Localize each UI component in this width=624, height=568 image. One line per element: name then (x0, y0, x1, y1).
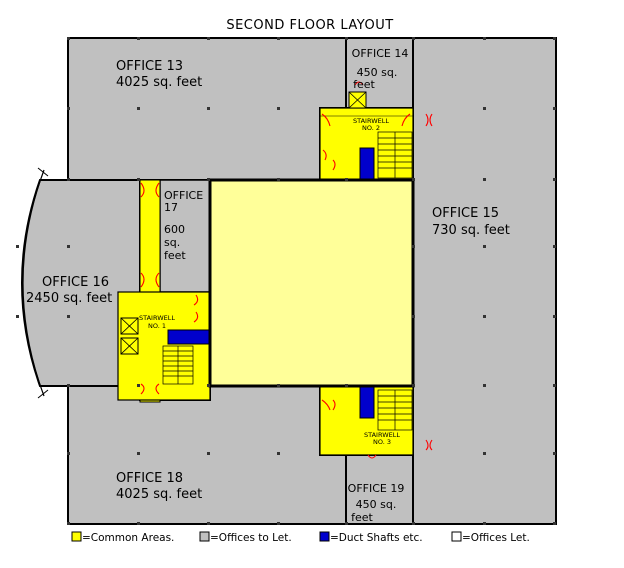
duct-shaft-3 (359, 385, 375, 419)
lift-1b-cross-2 (120, 337, 139, 355)
office-17-name-1: OFFICE (164, 189, 203, 202)
office-15-name: OFFICE 15 (432, 206, 499, 221)
office-14-area-1: 450 sq. (357, 66, 398, 79)
stairwell-2-label-1: STAIRWELL (353, 117, 389, 125)
stair-2-treads (377, 131, 413, 179)
stairwell-2-edge (319, 107, 414, 117)
stairwell-3-label-2: NO. 3 (373, 438, 391, 446)
office-13-area-label: 4025 sq. feet (116, 75, 202, 90)
office-19-area-1: 450 sq. (356, 498, 397, 511)
office-15-area-label: 730 sq. feet (432, 223, 510, 238)
stair-1-treads (162, 345, 194, 385)
legend-let: =Offices Let. (462, 532, 530, 544)
legend-duct: =Duct Shafts etc. (330, 532, 423, 544)
legend-tolet: =Offices to Let. (210, 532, 292, 544)
office-17-area-1: 600 (164, 223, 185, 236)
legend-swatch-common (71, 531, 82, 542)
curved-wall-end-bottom (37, 389, 49, 399)
office-17-area-3: feet (164, 249, 186, 262)
office-19-area (345, 454, 414, 525)
office-15-area (412, 37, 557, 525)
stairwell-1-label-1: STAIRWELL (139, 314, 175, 322)
office-13-name: OFFICE 13 (116, 59, 183, 74)
office-14-area-2: feet (353, 78, 375, 91)
office-17-name-2: 17 (164, 201, 178, 214)
lift-2-cross-2 (348, 91, 367, 109)
duct-shaft-1 (167, 329, 211, 345)
central-core (208, 178, 415, 388)
plan-title: SECOND FLOOR LAYOUT (226, 18, 393, 33)
office-19-name: OFFICE 19 (348, 482, 405, 495)
office-17-area-2: sq. (164, 236, 180, 249)
stairwell-3-label-1: STAIRWELL (364, 431, 400, 439)
office-16-name: OFFICE 16 (42, 275, 109, 290)
office-16-area-label: 2450 sq. feet (26, 291, 112, 306)
legend-swatch-tolet (199, 531, 210, 542)
legend-common: =Common Areas. (82, 532, 174, 544)
legend: =Common Areas. =Offices to Let. =Duct Sh… (71, 531, 530, 544)
lift-1a-cross-2 (120, 317, 139, 335)
stair-3-treads (377, 389, 413, 431)
office-14-name: OFFICE 14 (352, 47, 409, 60)
office-18-name: OFFICE 18 (116, 471, 183, 486)
duct-shaft-2 (359, 147, 375, 181)
office-18-area-label: 4025 sq. feet (116, 487, 202, 502)
legend-swatch-duct (319, 531, 330, 542)
door-marks (140, 81, 433, 459)
stairwell-1-label-2: NO. 1 (148, 322, 166, 330)
curved-wall-end-top (37, 167, 49, 177)
stairwell-2-label-2: NO. 2 (362, 124, 380, 132)
legend-swatch-let (451, 531, 462, 542)
office-19-area-2: feet (351, 511, 373, 524)
column-grid (16, 37, 556, 525)
office-16-curved-wall (22, 169, 45, 397)
